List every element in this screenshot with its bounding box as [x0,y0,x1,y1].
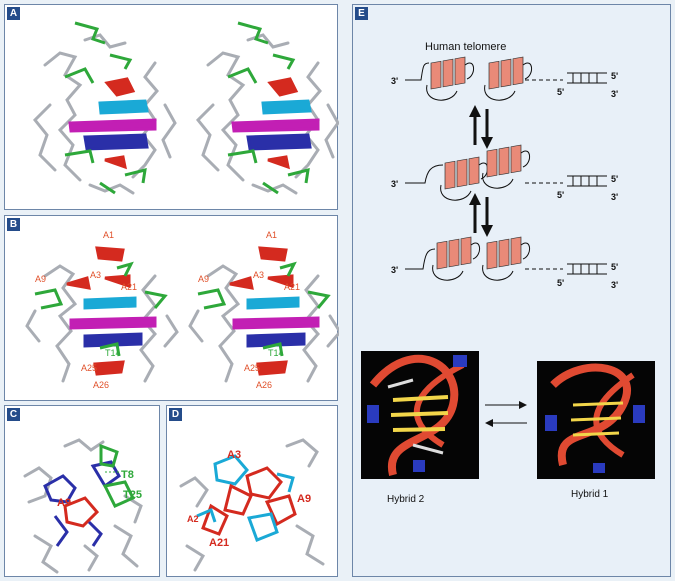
panel-c-label: C [7,408,20,421]
row3-3prime-bottom: 3' [611,280,618,290]
hybrid2-ribbon-image [361,351,479,479]
panel-b-stereo-structure: A1 A9 A3 A21 T14 A25 A26 [25,228,339,392]
row3-5prime-bottom: 5' [557,278,564,288]
panel-b-label: B [7,218,20,231]
panel-c-structure: T8 A9 T25 [23,438,143,574]
label-t14: T14 [105,348,121,358]
panel-d-structure: A3 A9 A21 A2 [179,438,325,572]
panel-d: D A3 A9 A21 A2 [166,405,338,577]
caption-hybrid1: Hybrid 1 [571,489,609,500]
panel-a-structure-left [32,21,177,195]
label-a25: A25 [81,363,97,373]
panel-b: B A1 A [4,215,339,401]
label-c-a9: A9 [57,497,71,509]
label-d-a2: A2 [187,514,199,524]
row2-5prime-top: 5' [611,174,618,184]
panel-a-label: A [7,7,20,20]
row1-5prime-bottom: 5' [557,87,564,97]
row2-3prime-bottom: 3' [611,192,618,202]
label-t8: T8 [121,469,134,481]
panel-d-label: D [169,408,182,421]
label-a9: A9 [35,274,46,284]
label-d-a3: A3 [227,449,241,461]
hybrid1-ribbon-image [537,361,655,479]
label-a3: A3 [90,270,101,280]
panel-a-stereo-structure [32,21,339,195]
row1-3prime-bottom: 3' [611,89,618,99]
caption-hybrid2: Hybrid 2 [387,494,425,505]
figure-title: Human telomere [425,41,507,53]
panel-b-structure-left: A1 A9 A3 A21 T14 A25 A26 [25,230,179,390]
label-a1: A1 [103,230,114,240]
label-a26: A26 [93,380,109,390]
panel-a: A [4,4,339,210]
label-t25: T25 [123,489,142,501]
row2-3prime: 3' [391,179,398,189]
row3-3prime: 3' [391,265,398,275]
label-d-a21: A21 [209,537,229,549]
row2-5prime-bottom: 5' [557,190,564,200]
label-a21: A21 [121,282,137,292]
row3-5prime-top: 5' [611,262,618,272]
label-d-a9: A9 [297,493,311,505]
panel-e: E Human telomere [352,4,671,577]
panel-c: C T8 A9 T25 [4,405,160,577]
row1-5prime-top: 5' [611,71,618,81]
telomere-equilibrium-diagram: 3' 5' 5' 3' 3' 5' 5' 3' 3' 5' 5' 3' [361,56,655,479]
panel-e-label: E [355,7,368,20]
row1-3prime: 3' [391,76,398,86]
